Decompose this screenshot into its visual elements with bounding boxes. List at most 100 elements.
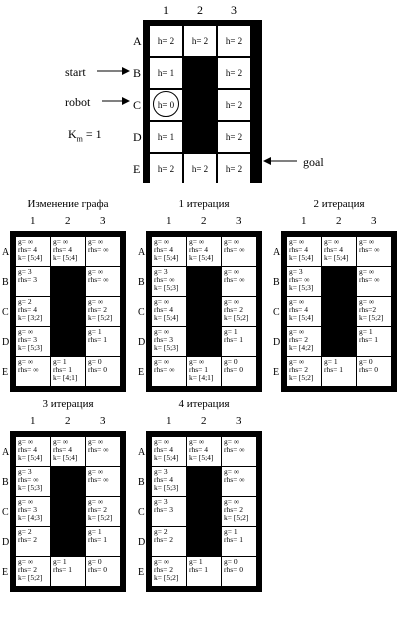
row-label: D — [2, 536, 10, 548]
key-value: k= [5;2] — [359, 313, 384, 322]
g-value: g= ∞ — [18, 237, 34, 246]
g-value: g= ∞ — [289, 327, 305, 336]
rhs-value: rhs= 2 — [18, 565, 38, 574]
grid-title: Изменение графа — [27, 198, 109, 210]
g-value: g= ∞ — [154, 357, 170, 366]
row-label: E — [138, 366, 145, 378]
row-label: B — [138, 476, 145, 488]
row-label: B — [2, 476, 9, 488]
heuristic-cell: h= 2 — [150, 26, 182, 56]
row-label: C — [273, 306, 280, 318]
grid-title: 2 итерация — [313, 198, 365, 210]
rhs-value: rhs= 1 — [53, 565, 73, 574]
start-label: start — [65, 65, 86, 79]
state-cell: g= ∞rhs= ∞ — [357, 237, 391, 266]
heuristic-value: h= 2 — [225, 36, 243, 46]
g-value: g= 3 — [18, 267, 32, 276]
column-label: 3 — [100, 215, 106, 227]
rhs-value: rhs= 1 — [189, 365, 209, 374]
rhs-value: rhs= 4 — [18, 445, 38, 454]
rhs-value: rhs= 4 — [18, 245, 38, 254]
g-value: g= ∞ — [18, 497, 34, 506]
rhs-value: rhs= ∞ — [224, 445, 245, 454]
g-value: g= ∞ — [18, 327, 34, 336]
column-label: 1 — [163, 3, 169, 17]
grid-title: 3 итерация — [42, 398, 94, 410]
row-label: D — [273, 336, 281, 348]
rhs-value: rhs= ∞ — [88, 245, 109, 254]
key-value: k= [5;3] — [289, 283, 314, 292]
g-value: g= ∞ — [18, 557, 34, 566]
heuristic-value: h= 2 — [225, 68, 243, 78]
state-cell: g= ∞rhs= ∞ — [152, 357, 186, 386]
heuristic-cell: h= 1 — [150, 122, 182, 152]
row-label: B — [273, 276, 280, 288]
key-value: k= [5;2] — [154, 573, 179, 582]
column-label: 2 — [201, 215, 207, 227]
robot-circle-icon — [153, 91, 179, 117]
g-value: g= ∞ — [88, 297, 104, 306]
key-value: k= [5;4] — [189, 253, 214, 262]
g-value: g= 1 — [224, 327, 238, 336]
g-value: g= ∞ — [289, 357, 305, 366]
g-value: g= 1 — [53, 557, 67, 566]
g-value: g= ∞ — [88, 497, 104, 506]
row-label: D — [138, 336, 146, 348]
rhs-value: rhs= 1 — [88, 335, 108, 344]
rhs-value: rhs= 1 — [53, 365, 73, 374]
row-label: C — [133, 98, 142, 112]
rhs-value: rhs= 1 — [189, 565, 209, 574]
column-label: 1 — [166, 215, 172, 227]
state-cell: g= ∞rhs= ∞ — [222, 267, 256, 296]
row-label: A — [2, 246, 10, 258]
key-value: k= [5;4] — [289, 253, 314, 262]
heuristic-value: h= 2 — [157, 36, 175, 46]
rhs-value: rhs= ∞ — [88, 445, 109, 454]
row-label: A — [138, 446, 146, 458]
g-value: g= 2 — [18, 297, 32, 306]
g-value: g= ∞ — [224, 267, 240, 276]
key-value: k= [5;2] — [18, 573, 43, 582]
rhs-value: rhs= ∞ — [359, 275, 380, 284]
rhs-value: rhs= 3 — [18, 335, 38, 344]
heuristic-cell: h= 1 — [150, 58, 182, 88]
row-label: D — [133, 130, 142, 144]
g-value: g= ∞ — [224, 297, 240, 306]
rhs-value: rhs= 2 — [18, 535, 38, 544]
rhs-value: rhs= 0 — [224, 565, 244, 574]
key-value: k= [4;1] — [53, 373, 78, 382]
rhs-value: rhs= 4 — [189, 445, 209, 454]
key-value: k= [5;4] — [18, 253, 43, 262]
row-label: A — [138, 246, 146, 258]
rhs-value: rhs= ∞ — [224, 475, 245, 484]
g-value: g= ∞ — [154, 557, 170, 566]
rhs-value: rhs= 0 — [88, 365, 108, 374]
row-label: C — [138, 306, 145, 318]
key-value: k= [5;2] — [88, 313, 113, 322]
heuristic-cell: h= 2 — [184, 26, 216, 56]
heuristic-cell: h= 2 — [218, 122, 250, 152]
rhs-value: rhs= 4 — [324, 245, 344, 254]
g-value: g= 1 — [224, 527, 238, 536]
